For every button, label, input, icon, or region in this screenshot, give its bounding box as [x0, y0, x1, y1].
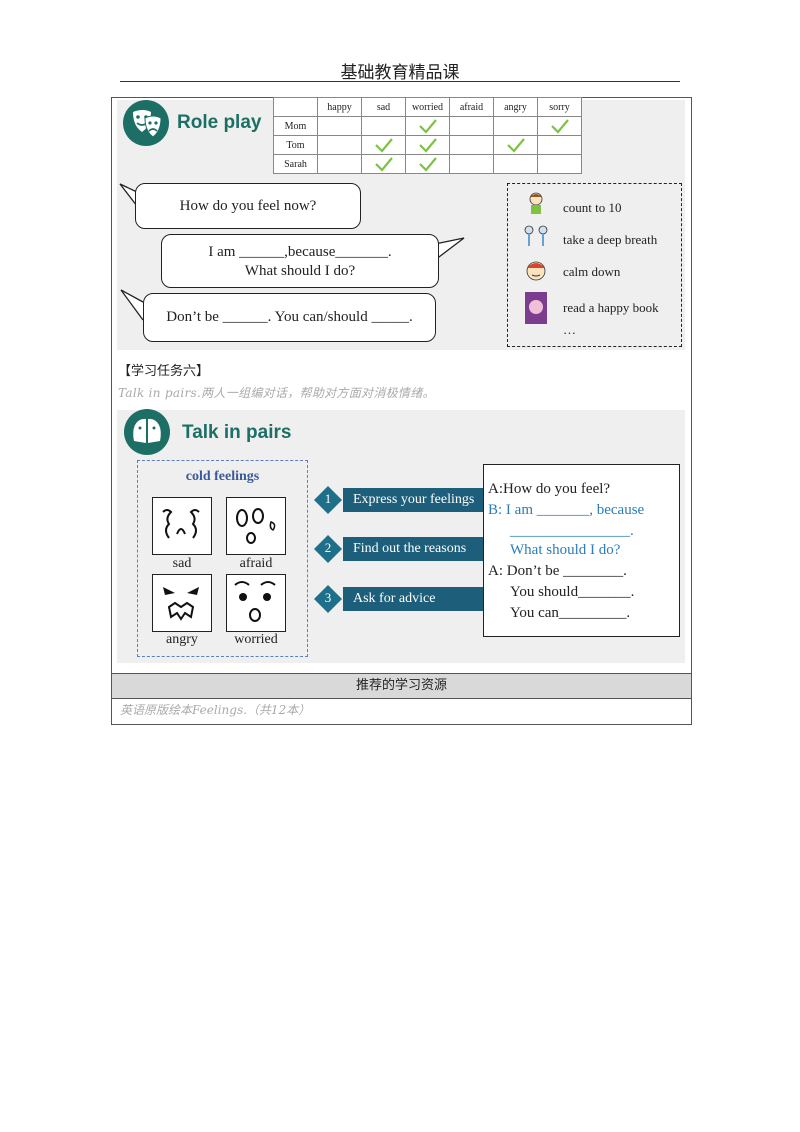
dialog-line: A: Don’t be ________. — [488, 563, 627, 579]
table-header-cell: sorry — [537, 97, 582, 117]
answer-bubble: I am ______,because_______. What should … — [161, 234, 439, 288]
step-label: Find out the reasons — [343, 537, 483, 561]
table-row: Sarah — [273, 154, 582, 174]
checkmark-icon — [374, 138, 393, 153]
check-cell — [317, 116, 362, 136]
check-cell — [361, 135, 406, 155]
dialog-line: ________________. — [510, 523, 634, 539]
check-cell — [405, 154, 450, 174]
table-header-cell: happy — [317, 97, 362, 117]
check-cell — [449, 135, 494, 155]
table-header-cell: angry — [493, 97, 538, 117]
task-description: Talk in pairs.两人一组编对话，帮助对方面对消极情绪。 — [118, 386, 435, 400]
answer-line-1: I am ______,because_______. — [208, 244, 392, 260]
step-2-diamond-icon — [314, 535, 342, 563]
sad-face-icon — [152, 497, 212, 555]
check-cell — [405, 116, 450, 136]
check-cell — [493, 154, 538, 174]
check-cell — [493, 135, 538, 155]
dialog-line: A:How do you feel? — [488, 481, 611, 497]
step-1-diamond-icon — [314, 486, 342, 514]
check-cell — [405, 135, 450, 155]
step-number: 2 — [324, 540, 332, 555]
check-cell — [449, 116, 494, 136]
face-label: worried — [234, 632, 278, 647]
table-header-cell: afraid — [449, 97, 494, 117]
question-bubble: How do you feel now? — [135, 183, 361, 229]
dialog-line: You should_______. — [510, 584, 635, 600]
step-3-diamond-icon — [314, 585, 342, 613]
table-row: Tom — [273, 135, 582, 155]
tips-box: count to 10 take a deep breath calm down… — [507, 183, 682, 347]
drama-masks-icon — [123, 100, 169, 146]
row-name: Tom — [273, 135, 318, 155]
check-cell — [361, 154, 406, 174]
answer-line-2: What should I do? — [244, 263, 356, 279]
table-header-cell: worried — [405, 97, 450, 117]
step-label: Express your feelings — [343, 488, 483, 512]
advice-bubble: Don’t be ______. You can/should _____. — [143, 293, 436, 342]
afraid-face-icon — [226, 497, 286, 555]
calm-face-icon — [526, 261, 546, 281]
face-label: afraid — [239, 556, 273, 571]
checkmark-icon — [418, 138, 437, 153]
checkmark-icon — [374, 157, 393, 172]
check-cell — [449, 154, 494, 174]
angry-face-icon — [152, 574, 212, 632]
step-number: 1 — [324, 491, 332, 506]
cold-feelings-box — [137, 460, 308, 657]
table-header-cell — [273, 97, 318, 117]
check-cell — [537, 154, 582, 174]
cold-feelings-title: cold feelings — [185, 469, 260, 484]
book-icon — [525, 292, 547, 324]
check-cell — [493, 116, 538, 136]
role-play-title: Role play — [177, 112, 262, 133]
boy-counting-icon — [529, 192, 543, 214]
dialog-line: B: I am _______, because — [488, 502, 645, 518]
task-label: 【学习任务六】 — [118, 364, 210, 379]
row-name: Sarah — [273, 154, 318, 174]
check-cell — [317, 154, 362, 174]
tip-item: … — [563, 322, 576, 337]
dialog-line: You can_________. — [510, 605, 631, 621]
checkmark-icon — [418, 119, 437, 134]
face-label: angry — [166, 632, 198, 647]
talk-in-pairs-title: Talk in pairs — [182, 422, 292, 443]
table-header-cell: sad — [361, 97, 406, 117]
feelings-table: happy sad worried afraid angry sorry Mom… — [273, 97, 582, 174]
face-label: sad — [172, 556, 192, 571]
step-number: 3 — [324, 590, 332, 605]
header-rule — [120, 81, 680, 82]
table-header-row: happy sad worried afraid angry sorry — [273, 97, 582, 117]
tip-item: read a happy book — [563, 300, 659, 315]
worried-face-icon — [226, 574, 286, 632]
tip-item: take a deep breath — [563, 232, 658, 247]
check-cell — [537, 116, 582, 136]
bubble-tails — [119, 183, 465, 321]
dialog-box: A:How do you feel? B: I am _______, beca… — [483, 464, 680, 637]
check-cell — [317, 135, 362, 155]
tip-item: count to 10 — [563, 200, 622, 215]
resources-heading: 推荐的学习资源 — [112, 673, 691, 699]
tip-item: calm down — [563, 264, 621, 279]
step-label: Ask for advice — [343, 587, 483, 611]
row-name: Mom — [273, 116, 318, 136]
check-cell — [361, 116, 406, 136]
checkmark-icon — [418, 157, 437, 172]
table-row: Mom — [273, 116, 582, 136]
page-header: 基础教育精品课 — [340, 63, 460, 83]
checkmark-icon — [550, 119, 569, 134]
deep-breath-icon — [524, 225, 548, 246]
talking-heads-icon — [124, 409, 170, 455]
check-cell — [537, 135, 582, 155]
checkmark-icon — [506, 138, 525, 153]
resources-body: 英语原版绘本Feelings.（共12本） — [120, 703, 311, 717]
dialog-line: What should I do? — [510, 542, 621, 558]
